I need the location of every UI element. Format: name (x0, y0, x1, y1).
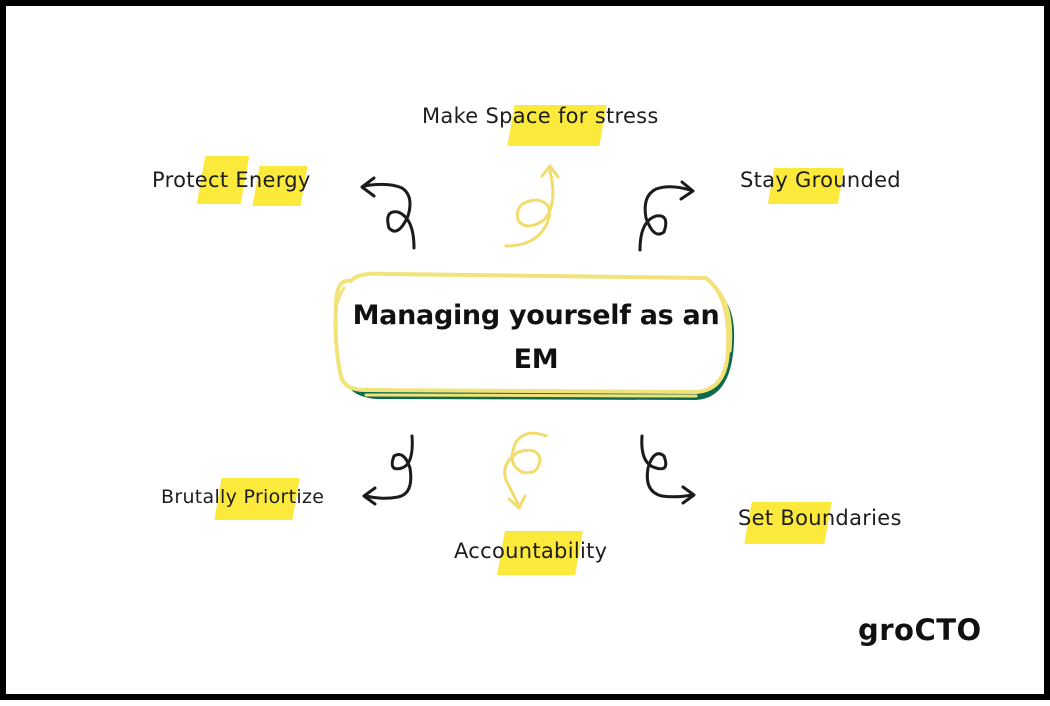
center-topic: Managing yourself as an EM (352, 300, 720, 375)
arrow-set-boundaries (640, 434, 694, 499)
brand-logo: groCTO (858, 613, 982, 647)
branch-accountability: Accountability (454, 539, 608, 563)
branch-make-space: Make Space for stress (422, 104, 659, 128)
branch-brutally-prioritize: Brutally Priortize (161, 486, 325, 508)
arrow-protect-energy (362, 182, 416, 250)
branch-protect-energy: Protect Energy (152, 168, 311, 192)
arrow-stay-grounded (638, 185, 692, 252)
pill-outline-sketch (333, 286, 733, 398)
arrow-brutally-prioritize (364, 434, 414, 500)
connector-art (333, 164, 735, 510)
branch-set-boundaries: Set Boundaries (738, 506, 902, 530)
arrow-accountability (503, 431, 548, 506)
arrow-make-space (504, 169, 555, 248)
branch-stay-grounded: Stay Grounded (740, 168, 901, 192)
